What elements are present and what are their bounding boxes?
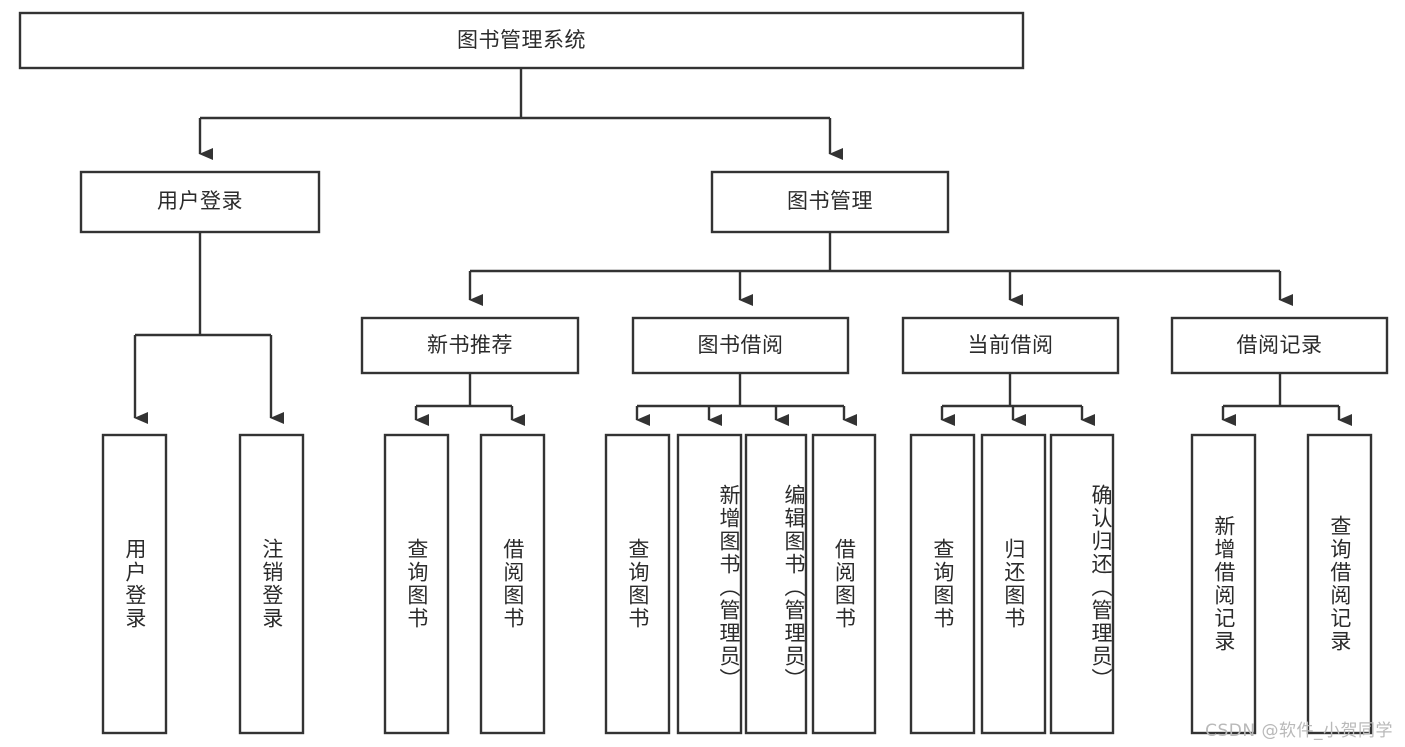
connector-root-bus <box>200 68 830 120</box>
node-box-book-management[interactable] <box>710 170 950 234</box>
node-box-leaf[interactable] <box>744 433 808 735</box>
node-box-leaf[interactable] <box>101 433 168 735</box>
node-box-leaf[interactable] <box>238 433 305 735</box>
connector-borrow-record-bus <box>1223 373 1339 408</box>
node-box-book-borrow[interactable] <box>631 316 850 375</box>
node-box-new-book-recommend[interactable] <box>360 316 580 375</box>
node-box-user-login[interactable] <box>79 170 321 234</box>
node-box-current-borrow[interactable] <box>901 316 1120 375</box>
node-box-leaf[interactable] <box>1049 433 1115 735</box>
node-box-leaf[interactable] <box>479 433 546 735</box>
node-box-leaf[interactable] <box>383 433 450 735</box>
node-box-leaf[interactable] <box>676 433 743 735</box>
connector-user-login-bus <box>135 232 271 337</box>
connector-book-management-bus <box>470 232 1280 273</box>
node-box-leaf[interactable] <box>1306 433 1373 735</box>
node-box-borrow-record[interactable] <box>1170 316 1389 375</box>
connector-book-borrow-bus <box>637 373 844 408</box>
node-box-leaf[interactable] <box>604 433 671 735</box>
node-box-root[interactable] <box>18 11 1025 70</box>
node-box-leaf[interactable] <box>811 433 877 735</box>
node-box-leaf[interactable] <box>980 433 1047 735</box>
connector-new-book-bus <box>416 373 512 408</box>
node-box-leaf[interactable] <box>1190 433 1257 735</box>
watermark-text: CSDN @软件_小贺同学 <box>1205 721 1393 741</box>
connector-current-borrow-bus <box>942 373 1082 408</box>
node-box-leaf[interactable] <box>909 433 976 735</box>
